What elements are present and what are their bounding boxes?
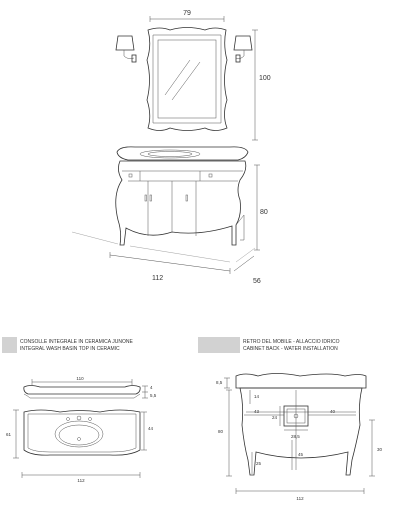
hole-height-label: 24 xyxy=(272,415,278,420)
height-label: 80 xyxy=(218,429,224,434)
left-offset-label: 43 xyxy=(254,409,260,414)
left-offset-dimension: 43 xyxy=(244,409,284,416)
caption-marker-left xyxy=(2,337,17,353)
right-wall-lamp xyxy=(233,35,253,63)
leg-height-dimension: 25 xyxy=(251,452,262,474)
caption-marker-right xyxy=(198,337,240,353)
floor-lines xyxy=(71,231,256,263)
inner-offset-dimension: 14 xyxy=(249,390,260,404)
section-right: RETRO DEL MOBILE - ALLACCIO IDRICO CABIN… xyxy=(198,337,383,501)
top-offset-label: 8,5 xyxy=(216,380,223,385)
mirror-height-dimension: 100 xyxy=(252,29,271,141)
bottom-width-label: 112 xyxy=(77,478,85,483)
top-width-dimension: 110 xyxy=(31,376,133,385)
mirror xyxy=(146,27,228,131)
main-view: 79 100 xyxy=(71,10,271,285)
width-dimension: 112 xyxy=(109,252,231,282)
left-wall-lamp xyxy=(115,35,137,63)
top-width-label: 110 xyxy=(76,376,84,381)
inner-offset-label: 14 xyxy=(254,394,260,399)
mid-height-label: 45 xyxy=(298,452,304,457)
mirror-width-label: 79 xyxy=(183,10,191,17)
mid-height-dimension: 45 xyxy=(291,440,304,470)
height-dimension: 80 xyxy=(218,389,232,477)
caption-right-line2: CABINET BACK - WATER INSTALLATION xyxy=(243,346,338,352)
cabinet-height-dimension: 80 xyxy=(254,164,268,251)
mirror-width-dimension: 79 xyxy=(149,10,225,22)
basin-depth-total-dimension: 61 xyxy=(6,409,19,459)
right-bottom-width-label: 112 xyxy=(296,496,304,501)
hole-height-dimension: 24 xyxy=(272,406,281,426)
mirror-height-label: 100 xyxy=(259,75,271,82)
basin-depth-dimension: 44 xyxy=(141,411,154,451)
caption-left-line2: INTEGRAL WASH BASIN TOP IN CERAMIC xyxy=(20,346,120,352)
side-height-label: 30 xyxy=(377,447,383,452)
top-offset-dimension: 8,5 xyxy=(216,377,230,389)
depth-label: 56 xyxy=(253,278,261,285)
right-bottom-width-dimension: 112 xyxy=(235,488,365,501)
caption-left-line1: CONSOLLE INTEGRALE IN CERAMICA JUNONE xyxy=(20,339,133,345)
bottom-width-dimension: 112 xyxy=(21,472,141,483)
cabinet-back xyxy=(235,373,367,476)
depth-dimension: 56 xyxy=(233,255,261,285)
thickness-a-label: 4 xyxy=(150,385,153,390)
thickness-dimension: 4 5,5 xyxy=(142,385,157,399)
basin-top-profile xyxy=(23,385,141,399)
basin-depth-label: 44 xyxy=(148,426,154,431)
section-left: CONSOLLE INTEGRALE IN CERAMICA JUNONE IN… xyxy=(2,337,157,483)
cabinet xyxy=(115,146,249,246)
right-offset-dimension: 40 xyxy=(308,409,356,416)
hole-width-dimension: 28,5 xyxy=(284,429,308,439)
right-offset-label: 40 xyxy=(330,409,336,414)
thickness-b-label: 5,5 xyxy=(150,393,157,398)
caption-right-line1: RETRO DEL MOBILE - ALLACCIO IDRICO xyxy=(243,339,340,345)
cabinet-height-label: 80 xyxy=(260,209,268,216)
basin-plan xyxy=(23,409,141,456)
depth-total-label: 61 xyxy=(6,432,12,437)
hole-width-label: 28,5 xyxy=(291,434,300,439)
side-height-dimension: 30 xyxy=(369,419,383,477)
width-label: 112 xyxy=(152,275,163,282)
leg-height-label: 25 xyxy=(256,461,262,466)
